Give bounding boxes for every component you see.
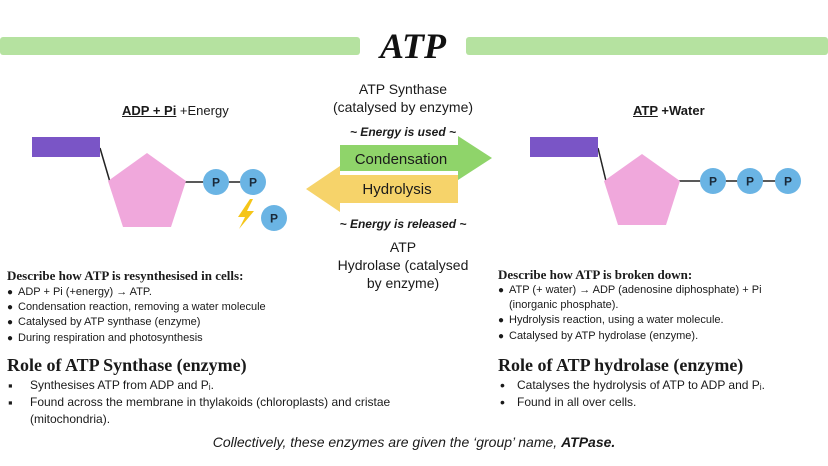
- adenine-block: [530, 137, 598, 157]
- lightning-icon: [238, 199, 254, 229]
- list-item: ATP (+ water) → ADP (adenosine diphospha…: [498, 283, 818, 298]
- list-item: Found across the membrane in thylakoids …: [7, 394, 477, 411]
- energy-used-note: ~ Energy is used ~: [349, 125, 457, 139]
- phosphate-label: P: [746, 175, 754, 189]
- list-item: Hydrolysis reaction, using a water molec…: [498, 313, 818, 328]
- phosphate-label: P: [270, 212, 278, 226]
- page-title: ATP: [379, 26, 446, 66]
- synthase-role-heading: Role of ATP Synthase (enzyme): [7, 355, 247, 375]
- adenine-bond: [597, 147, 607, 182]
- list-item: During respiration and photosynthesis: [7, 331, 327, 346]
- adp-title-main: ADP + Pi: [122, 103, 177, 118]
- list-item: ADP + Pi (+energy) → ATP.: [7, 285, 327, 300]
- list-item-continued: (inorganic phosphate).: [509, 299, 619, 312]
- free-phosphate-circle: [261, 205, 287, 231]
- ribose-pentagon: [108, 153, 186, 227]
- adp-title-rest: +Energy: [176, 103, 229, 118]
- phosphate-circle: [203, 169, 229, 195]
- synthase-sub: (catalysed by enzyme): [332, 99, 474, 115]
- footer-text: Collectively, these enzymes are given th…: [212, 434, 562, 450]
- adp-molecule: P P P: [32, 137, 287, 231]
- list-item-continued: (mitochondria).: [30, 412, 111, 426]
- phosphate-label: P: [784, 175, 792, 189]
- hydrolase-role-list: Catalyses the hydrolysis of ATP to ADP a…: [498, 377, 818, 411]
- hydrolase-label: Hydrolase (catalysed: [337, 257, 469, 273]
- resynthesis-heading: Describe how ATP is resynthesised in cel…: [7, 268, 244, 283]
- atp-title: ATP +Water: [633, 103, 705, 118]
- hydrolase-label: by enzyme): [366, 275, 440, 291]
- list-item: Synthesises ATP from ADP and Pᵢ.: [7, 377, 477, 394]
- atp-molecule: P P P: [530, 137, 801, 225]
- phosphate-circle: [737, 168, 763, 194]
- title-bar-left: [0, 37, 360, 55]
- footer-emphasis: ATPase.: [561, 434, 616, 450]
- atp-title-rest: +Water: [657, 103, 705, 118]
- list-item: Found in all over cells.: [498, 394, 818, 411]
- adp-title: ADP + Pi +Energy: [122, 103, 229, 118]
- phosphate-label: P: [249, 176, 257, 190]
- condensation-label: Condensation: [355, 151, 448, 168]
- phosphate-label: P: [212, 176, 220, 190]
- synthase-label: ATP Synthase: [358, 81, 448, 97]
- hydrolysis-arrow: [306, 166, 458, 212]
- breakdown-list: ATP (+ water) → ADP (adenosine diphospha…: [498, 283, 818, 344]
- phosphate-circle: [775, 168, 801, 194]
- reaction-arrows: Condensation Hydrolysis: [306, 136, 492, 212]
- list-item: Catalyses the hydrolysis of ATP to ADP a…: [498, 377, 818, 394]
- ribose-pentagon: [604, 154, 680, 225]
- phosphate-circle: [700, 168, 726, 194]
- condensation-arrow: [340, 136, 492, 180]
- adenine-block: [32, 137, 100, 157]
- footer-note: Collectively, these enzymes are given th…: [0, 434, 828, 450]
- adenine-bond: [99, 147, 111, 183]
- phosphate-circle: [240, 169, 266, 195]
- synthase-role-list: Synthesises ATP from ADP and Pᵢ. Found a…: [7, 377, 477, 428]
- hydrolysis-label: Hydrolysis: [362, 181, 431, 198]
- list-item: Condensation reaction, removing a water …: [7, 300, 327, 315]
- atp-title-main: ATP: [633, 103, 658, 118]
- list-item: Catalysed by ATP synthase (enzyme): [7, 315, 327, 330]
- list-item: Catalysed by ATP hydrolase (enzyme).: [498, 329, 818, 344]
- title-bar-right: [466, 37, 828, 55]
- hydrolase-role-heading: Role of ATP hydrolase (enzyme): [498, 355, 744, 375]
- resynthesis-list: ADP + Pi (+energy) → ATP. Condensation r…: [7, 285, 327, 346]
- energy-released-note: ~ Energy is released ~: [339, 217, 467, 231]
- phosphate-label: P: [709, 175, 717, 189]
- hydrolase-label: ATP: [389, 239, 417, 255]
- breakdown-heading: Describe how ATP is broken down:: [498, 267, 693, 282]
